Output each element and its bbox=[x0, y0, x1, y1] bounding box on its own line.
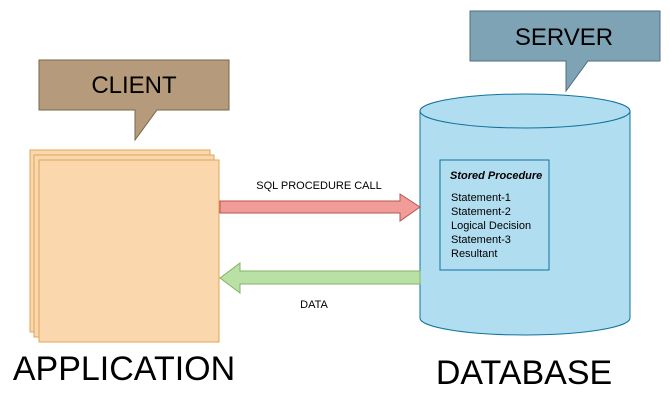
database-label: DATABASE bbox=[436, 354, 612, 392]
server-label: SERVER bbox=[515, 24, 613, 51]
procedure-line: Resultant bbox=[451, 248, 497, 260]
procedure-line: Statement-3 bbox=[451, 234, 511, 246]
sql-procedure-call-arrow bbox=[219, 193, 421, 222]
stored-procedure-title: Stored Procedure bbox=[450, 170, 542, 182]
client-label: CLIENT bbox=[91, 72, 177, 99]
application-label: APPLICATION bbox=[13, 350, 235, 388]
procedure-line: Logical Decision bbox=[451, 220, 531, 232]
client-callout: CLIENT bbox=[38, 59, 230, 142]
application-document-stack bbox=[29, 149, 220, 343]
stored-procedure-box: Stored Procedure Statement-1 Statement-2… bbox=[439, 159, 550, 271]
procedure-line: Statement-1 bbox=[451, 192, 511, 204]
server-callout: SERVER bbox=[469, 10, 661, 93]
data-label: DATA bbox=[300, 299, 328, 311]
sql-procedure-call-label: SQL PROCEDURE CALL bbox=[256, 180, 382, 192]
data-return-arrow bbox=[219, 262, 421, 294]
procedure-line: Statement-2 bbox=[451, 206, 511, 218]
